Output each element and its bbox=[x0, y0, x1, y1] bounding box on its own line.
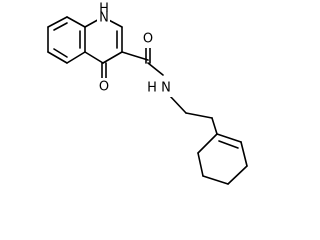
double-bond-inner bbox=[53, 22, 68, 31]
atom-label-n: N bbox=[97, 11, 110, 26]
bond bbox=[47, 51, 68, 64]
bond bbox=[147, 62, 164, 76]
keto-oxygen-label: O bbox=[99, 80, 109, 95]
atom-label-keto-o: O bbox=[96, 78, 111, 96]
bond bbox=[185, 112, 213, 119]
bond bbox=[121, 51, 149, 61]
amide-oxygen-label: O bbox=[143, 32, 153, 47]
bond bbox=[102, 51, 123, 64]
bond bbox=[66, 51, 86, 64]
ring-nh-label: H bbox=[99, 2, 109, 17]
bond bbox=[211, 117, 218, 135]
bond bbox=[66, 16, 86, 28]
bond bbox=[197, 152, 204, 177]
bond bbox=[169, 95, 187, 114]
molecule-structure: H N O O H N bbox=[47, 0, 248, 185]
amide-nitrogen-label: N bbox=[161, 81, 171, 96]
double-bond-inner bbox=[218, 140, 239, 149]
bond bbox=[202, 175, 229, 185]
benzene-ring bbox=[47, 16, 86, 64]
ethyl-linker bbox=[169, 95, 213, 119]
bond bbox=[216, 133, 242, 143]
bond bbox=[197, 133, 218, 154]
carboxamide-group bbox=[121, 45, 164, 76]
bond bbox=[84, 51, 104, 64]
cyclohexene-ring bbox=[197, 117, 248, 185]
bond bbox=[240, 141, 248, 167]
atom-label-amide-nh: H N bbox=[143, 79, 173, 97]
atom-label-amide-o: O bbox=[140, 30, 156, 48]
keto-group bbox=[101, 62, 107, 81]
bond bbox=[47, 16, 68, 28]
amide-h-label: H bbox=[147, 81, 157, 96]
bond bbox=[227, 165, 248, 185]
ring-n-label: N bbox=[99, 11, 109, 26]
double-bond-inner bbox=[53, 48, 68, 58]
